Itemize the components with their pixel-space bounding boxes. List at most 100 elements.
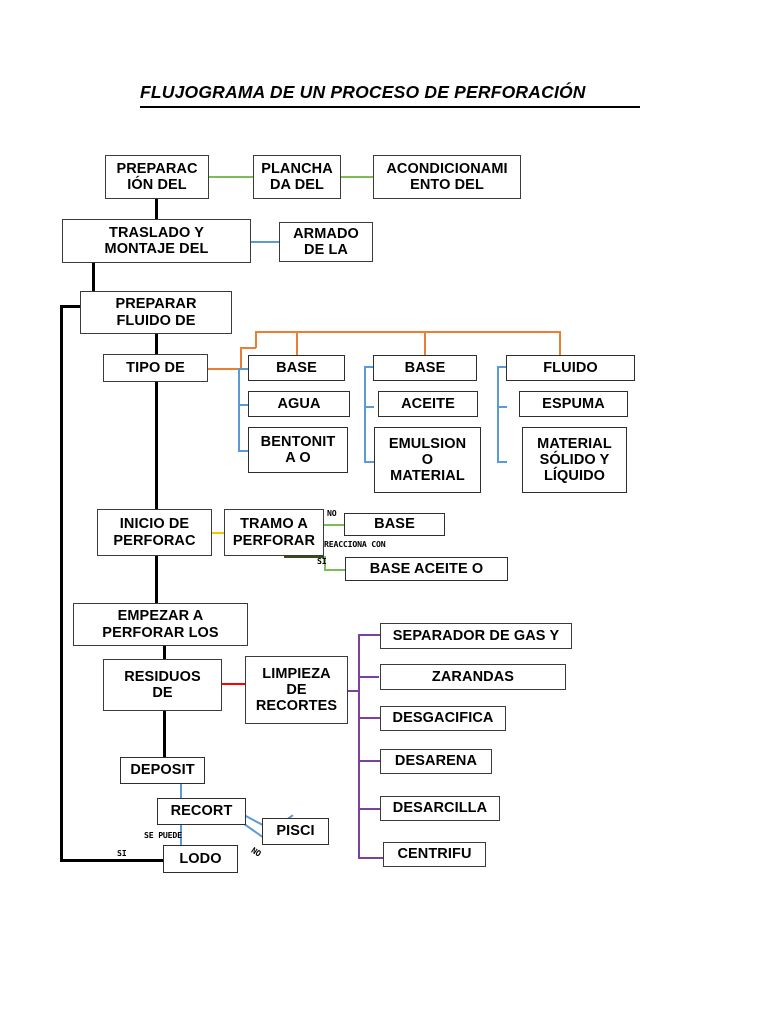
node-base-aceite[interactable]: BASE	[373, 355, 477, 381]
node-line: PISCI	[276, 823, 315, 840]
node-line: PREPARAR	[115, 296, 197, 313]
edge-tramo-si	[324, 569, 346, 571]
node-line: A O	[285, 450, 311, 466]
node-line: ACEITE	[401, 395, 455, 412]
node-line: BENTONIT	[260, 433, 336, 450]
node-line: O	[421, 451, 434, 468]
edge-label-si: SI	[317, 556, 327, 566]
blue-spine-col1	[238, 368, 240, 450]
node-line: DE	[286, 681, 307, 698]
node-line: LODO	[179, 850, 222, 867]
node-empezar-a-perforar[interactable]: EMPEZAR A PERFORAR LOS	[73, 603, 248, 646]
node-desarcilla[interactable]: DESARCILLA	[380, 796, 500, 821]
node-line: ESPUMA	[542, 395, 605, 412]
node-line: BASE ACEITE O	[369, 560, 484, 577]
edge-label-se-puede: SE PUEDE	[144, 830, 182, 840]
node-line: DESGACIFICA	[392, 710, 494, 727]
orange-bus-horizontal	[255, 331, 560, 333]
edge-tramo-si-riser	[324, 556, 326, 569]
edge-inicio-tramo	[212, 532, 225, 534]
node-tipo-de-fluido[interactable]: TIPO DE	[103, 354, 208, 382]
node-line: ARMADO	[293, 225, 359, 242]
node-base-aceite-si[interactable]: BASE ACEITE O	[345, 557, 508, 581]
node-separador-gas[interactable]: SEPARADOR DE GAS Y	[380, 623, 572, 649]
node-line: DESARENA	[394, 753, 478, 770]
node-line: RECORTES	[255, 698, 338, 715]
node-zarandas[interactable]: ZARANDAS	[380, 664, 566, 690]
node-acondicionamiento-del-pozo[interactable]: ACONDICIONAMI ENTO DEL	[373, 155, 521, 199]
edge-residuos-limpieza	[222, 683, 246, 685]
node-deposit[interactable]: DEPOSIT	[120, 757, 205, 784]
node-limpieza-de-recortes[interactable]: LIMPIEZA DE RECORTES	[245, 656, 348, 724]
node-emulsion-material[interactable]: EMULSION O MATERIAL	[374, 427, 481, 493]
node-line: CENTRIFU	[397, 846, 472, 863]
node-pisci[interactable]: PISCI	[262, 818, 329, 845]
node-preparar-fluido-de-perforacion[interactable]: PREPARAR FLUIDO DE	[80, 291, 232, 334]
orange-drop-base-agua	[296, 331, 298, 356]
node-line: IÓN DEL	[127, 177, 187, 193]
node-line: PLANCHA	[261, 160, 333, 177]
blue-branch-col1-agua	[238, 404, 249, 406]
node-desarena[interactable]: DESARENA	[380, 749, 492, 774]
node-line: RECORT	[170, 803, 233, 820]
feedback-loop-vertical	[60, 305, 63, 862]
node-planchada-del-pozo[interactable]: PLANCHA DA DEL	[253, 155, 341, 199]
blue-branch-col2-base	[364, 366, 374, 368]
node-line: PREPARAC	[116, 160, 198, 177]
node-line: INICIO DE	[119, 516, 190, 533]
blue-branch-col2-emulsion	[364, 461, 374, 463]
purple-bus-spine	[358, 634, 360, 859]
node-line: ZARANDAS	[431, 668, 515, 685]
node-traslado-montaje[interactable]: TRASLADO Y MONTAJE DEL	[62, 219, 251, 263]
feedback-loop-bottom-segment	[60, 859, 163, 862]
edge-tramo-no	[324, 524, 344, 526]
node-material-solido-liquido[interactable]: MATERIAL SÓLIDO Y LÍQUIDO	[522, 427, 627, 493]
blue-branch-col1-bentonita	[238, 450, 249, 452]
node-bentonita[interactable]: BENTONIT A O	[248, 427, 348, 473]
node-residuos-de-perforacion[interactable]: RESIDUOS DE	[103, 659, 222, 711]
node-armado-de-la-torre[interactable]: ARMADO DE LA	[279, 222, 373, 262]
node-base-reaccion-no[interactable]: BASE	[344, 513, 445, 536]
node-line: BASE	[374, 516, 415, 533]
node-line: ENTO DEL	[410, 177, 484, 193]
node-line: BASE	[404, 359, 446, 376]
node-lodo[interactable]: LODO	[163, 845, 238, 873]
node-line: MONTAJE DEL	[104, 241, 209, 257]
purple-branch-zarandas	[358, 676, 379, 678]
node-recort[interactable]: RECORT	[157, 798, 246, 825]
edge-deposit-recort	[180, 784, 182, 800]
orange-bus-stub-from-tipo	[208, 368, 241, 370]
node-desgacifica[interactable]: DESGACIFICA	[380, 706, 506, 731]
edge-label-no: NO	[327, 508, 337, 518]
orange-drop-fluido-neumatico	[559, 331, 561, 356]
blue-branch-col3-espuma	[497, 406, 507, 408]
node-centrifu[interactable]: CENTRIFU	[383, 842, 486, 867]
node-line: TRAMO A	[240, 516, 308, 533]
edge-recort-lodo	[180, 825, 182, 846]
node-line: TIPO DE	[126, 359, 185, 376]
node-line: RESIDUOS	[124, 668, 201, 685]
node-line: MATERIAL	[537, 435, 612, 452]
page-title: FLUJOGRAMA DE UN PROCESO DE PERFORACIÓN	[140, 82, 640, 108]
blue-branch-col3-material	[497, 461, 507, 463]
node-base-agua[interactable]: BASE	[248, 355, 345, 381]
node-line: PERFORAR	[232, 532, 316, 549]
node-espuma[interactable]: ESPUMA	[519, 391, 628, 417]
purple-branch-separador	[358, 634, 381, 636]
blue-spine-col2	[364, 366, 366, 462]
node-line: FLUIDO	[543, 359, 598, 376]
node-preparacion-del-pozo[interactable]: PREPARAC IÓN DEL	[105, 155, 209, 199]
node-line: DE	[152, 685, 173, 701]
node-agua[interactable]: AGUA	[248, 391, 350, 417]
node-line: DESARCILLA	[392, 800, 488, 817]
orange-bus-jog	[240, 347, 256, 349]
edge-tipo-inicio	[155, 381, 158, 509]
node-tramo-a-perforar[interactable]: TRAMO A PERFORAR	[224, 509, 324, 556]
node-fluido-neumatico[interactable]: FLUIDO	[506, 355, 635, 381]
edge-traslado-armado	[251, 241, 279, 243]
purple-bus-input	[348, 690, 359, 692]
node-inicio-de-perforacion[interactable]: INICIO DE PERFORAC	[97, 509, 212, 556]
node-aceite[interactable]: ACEITE	[378, 391, 478, 417]
node-line: FLUIDO DE	[116, 312, 196, 329]
